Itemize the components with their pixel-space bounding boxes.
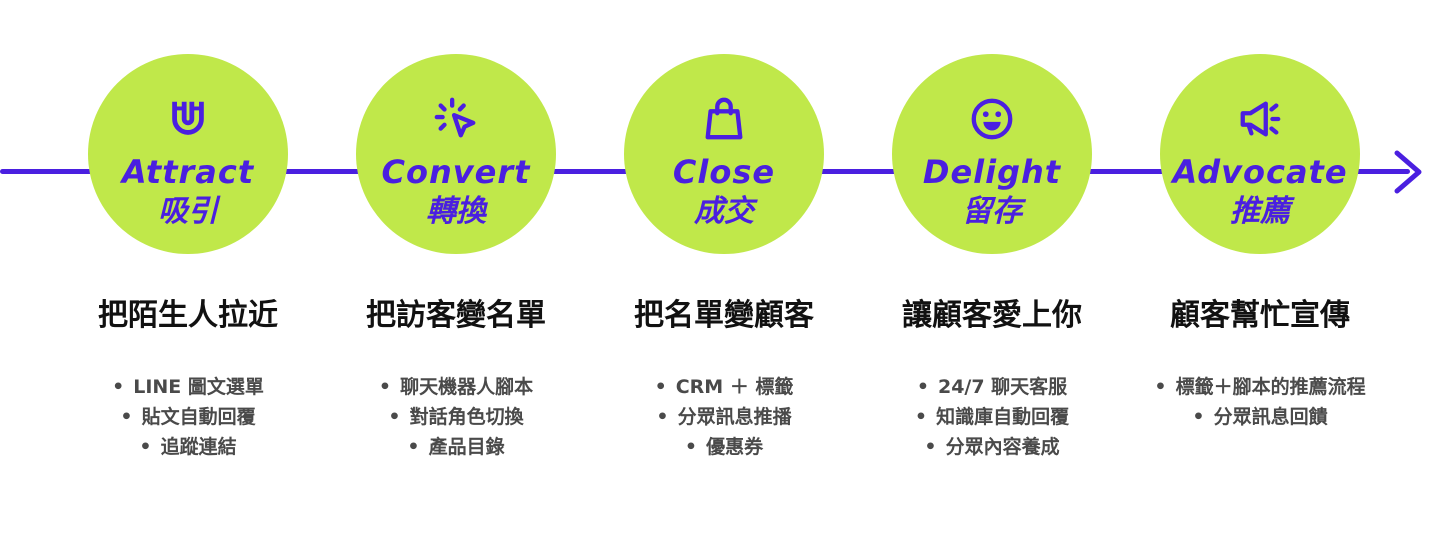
stage-bullet: 24/7 聊天客服	[872, 372, 1112, 402]
stage-bullet: 標籤＋腳本的推薦流程	[1140, 372, 1380, 402]
stage-title-en: Close	[672, 153, 776, 191]
stage-title-zh: 成交	[694, 194, 754, 229]
smiley-icon	[971, 98, 1013, 140]
stage-convert: Convert 轉換 把訪客變名單 聊天機器人腳本 對話角色切換 產品目錄	[336, 54, 576, 474]
stage-circle: Delight 留存	[892, 54, 1092, 254]
stage-bullet: 分眾訊息推播	[604, 402, 844, 432]
stage-headline: 讓顧客愛上你	[902, 298, 1082, 333]
megaphone-icon	[1240, 101, 1281, 137]
stage-circle: Convert 轉換	[356, 54, 556, 254]
stage-bullet-list: LINE 圖文選單 貼文自動回覆 追蹤連結	[68, 372, 308, 462]
stage-title-zh: 推薦	[1230, 194, 1290, 229]
stage-bullet: 對話角色切換	[336, 402, 576, 432]
stage-bullet: 優惠券	[604, 432, 844, 462]
stage-bullet-list: CRM ＋ 標籤 分眾訊息推播 優惠券	[604, 372, 844, 462]
stage-bullet: 產品目錄	[336, 432, 576, 462]
stage-circle: Advocate 推薦	[1160, 54, 1360, 254]
stage-title-en: Convert	[381, 153, 531, 191]
stage-headline: 把陌生人拉近	[98, 298, 278, 333]
stage-bullet-list: 標籤＋腳本的推薦流程 分眾訊息回饋	[1140, 372, 1380, 432]
stage-bullet: 分眾內容養成	[872, 432, 1112, 462]
stage-bullet-list: 聊天機器人腳本 對話角色切換 產品目錄	[336, 372, 576, 462]
stage-circle: Attract 吸引	[88, 54, 288, 254]
stage-title-en: Advocate	[1172, 153, 1348, 191]
stage-title-zh: 吸引	[158, 194, 218, 229]
stage-bullet: CRM ＋ 標籤	[604, 372, 844, 402]
stage-attract: Attract 吸引 把陌生人拉近 LINE 圖文選單 貼文自動回覆 追蹤連結	[68, 54, 308, 474]
stage-title-zh: 轉換	[426, 194, 486, 229]
stage-title-en: Attract	[121, 153, 255, 191]
stage-circle: Close 成交	[624, 54, 824, 254]
arrow-right-icon	[1394, 150, 1422, 194]
stage-title-en: Delight	[922, 153, 1062, 191]
cursor-click-icon	[434, 97, 476, 138]
stage-bullet: 分眾訊息回饋	[1140, 402, 1380, 432]
stage-bullet-list: 24/7 聊天客服 知識庫自動回覆 分眾內容養成	[872, 372, 1112, 462]
stage-headline: 顧客幫忙宣傳	[1170, 298, 1350, 333]
magnet-icon	[172, 101, 204, 135]
stage-close: Close 成交 把名單變顧客 CRM ＋ 標籤 分眾訊息推播 優惠券	[604, 54, 844, 474]
stage-title-zh: 留存	[962, 194, 1022, 229]
stage-bullet: 貼文自動回覆	[68, 402, 308, 432]
stage-headline: 把名單變顧客	[634, 298, 814, 333]
stage-advocate: Advocate 推薦 顧客幫忙宣傳 標籤＋腳本的推薦流程 分眾訊息回饋	[1140, 54, 1380, 474]
stage-delight: Delight 留存 讓顧客愛上你 24/7 聊天客服 知識庫自動回覆 分眾內容…	[872, 54, 1112, 474]
shopping-bag-icon	[705, 97, 743, 140]
stage-bullet: LINE 圖文選單	[68, 372, 308, 402]
stage-bullet: 聊天機器人腳本	[336, 372, 576, 402]
stage-bullet: 知識庫自動回覆	[872, 402, 1112, 432]
stage-bullet: 追蹤連結	[68, 432, 308, 462]
stage-headline: 把訪客變名單	[366, 298, 546, 333]
